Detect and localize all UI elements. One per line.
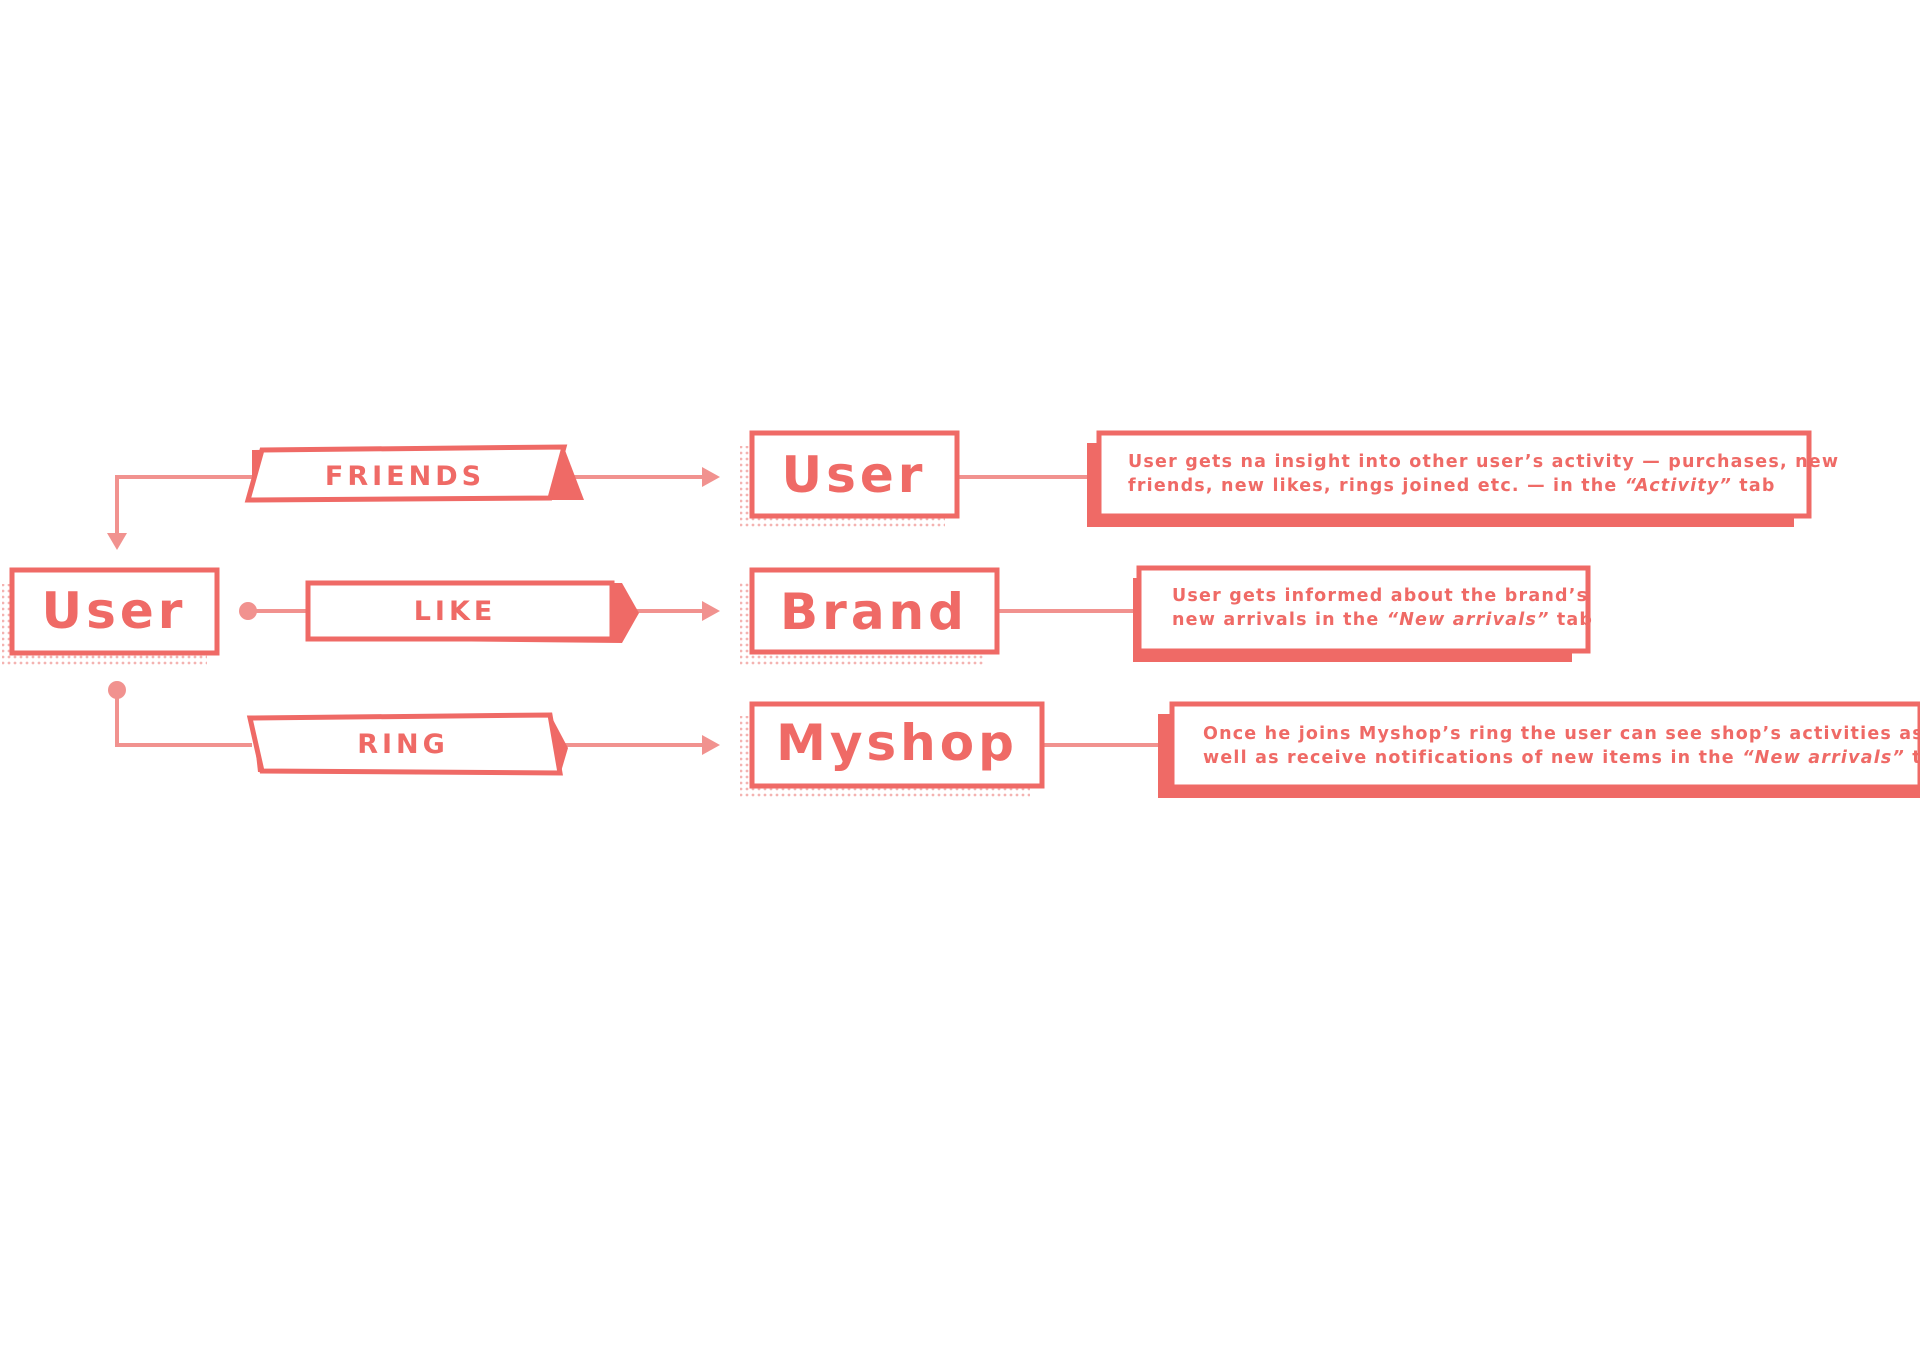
description-friends-line-2-text: friends, new likes, rings joined etc. — … — [1128, 476, 1625, 496]
description-friends-line-1: User gets na insight into other user’s a… — [1128, 452, 1839, 472]
description-friends-line-2-end: tab — [1732, 476, 1776, 496]
relation-tag-like: LIKE — [305, 580, 639, 643]
connector-source-to-ring — [115, 690, 252, 747]
description-brand-line-1: User gets informed about the brand’s — [1172, 586, 1588, 606]
description-brand-box — [1136, 565, 1591, 654]
target-myshop-label: Myshop — [776, 714, 1018, 772]
description-brand-line-2-end: tab — [1550, 610, 1594, 630]
tag-friends-label: FRIENDS — [325, 461, 485, 492]
arrowhead-like-icon — [702, 601, 720, 621]
connectors — [115, 475, 1171, 747]
description-brand-line-2: new arrivals in the “New arrivals” tab — [1172, 610, 1593, 630]
description-ring-line-2-end: tab — [1905, 748, 1920, 768]
tag-ring-box — [246, 712, 563, 776]
target-user-box — [749, 430, 960, 519]
tag-like-label: LIKE — [414, 596, 497, 627]
ring-start-dot-icon — [108, 681, 126, 699]
description-ring-box — [1169, 701, 1920, 790]
source-node-label: User — [42, 582, 187, 640]
description-ring: Once he joins Myshop’s ring the user can… — [1158, 701, 1920, 798]
target-node-brand: Brand — [740, 567, 1000, 665]
target-brand-label: Brand — [780, 583, 968, 641]
tag-friends-box — [244, 444, 568, 503]
description-ring-line-2-emphasis: “New arrivals” — [1742, 748, 1905, 768]
description-ring-line-1: Once he joins Myshop’s ring the user can… — [1203, 724, 1920, 744]
relation-tag-ring: RING — [246, 712, 568, 776]
target-brand-box — [749, 567, 1000, 655]
target-node-myshop: Myshop — [740, 701, 1045, 799]
description-brand-line-2-emphasis: “New arrivals” — [1387, 610, 1550, 630]
description-ring-line-2-text: well as receive notifications of new ite… — [1203, 748, 1742, 768]
description-friends-line-2: friends, new likes, rings joined etc. — … — [1128, 476, 1776, 496]
target-myshop-box — [749, 701, 1045, 789]
connector-friends-to-source — [115, 475, 252, 535]
source-node-box — [9, 567, 220, 656]
arrowhead-friends-icon — [702, 467, 720, 487]
description-friends-line-2-emphasis: “Activity” — [1625, 476, 1732, 496]
tag-like-box — [305, 580, 615, 642]
source-node: User — [2, 567, 220, 667]
target-node-user: User — [740, 430, 960, 529]
relation-tag-friends: FRIENDS — [244, 444, 584, 503]
like-start-dot-icon — [239, 602, 257, 620]
description-brand: User gets informed about the brand’s new… — [1133, 565, 1593, 662]
tag-ring-label: RING — [357, 729, 449, 760]
connector-markers — [107, 467, 720, 755]
description-friends-box — [1096, 430, 1812, 519]
arrowhead-down-icon — [107, 533, 127, 550]
description-friends: User gets na insight into other user’s a… — [1087, 430, 1839, 527]
arrowhead-ring-icon — [702, 735, 720, 755]
description-brand-line-2-text: new arrivals in the — [1172, 610, 1387, 630]
target-user-label: User — [782, 446, 927, 504]
description-ring-line-2: well as receive notifications of new ite… — [1203, 748, 1920, 768]
